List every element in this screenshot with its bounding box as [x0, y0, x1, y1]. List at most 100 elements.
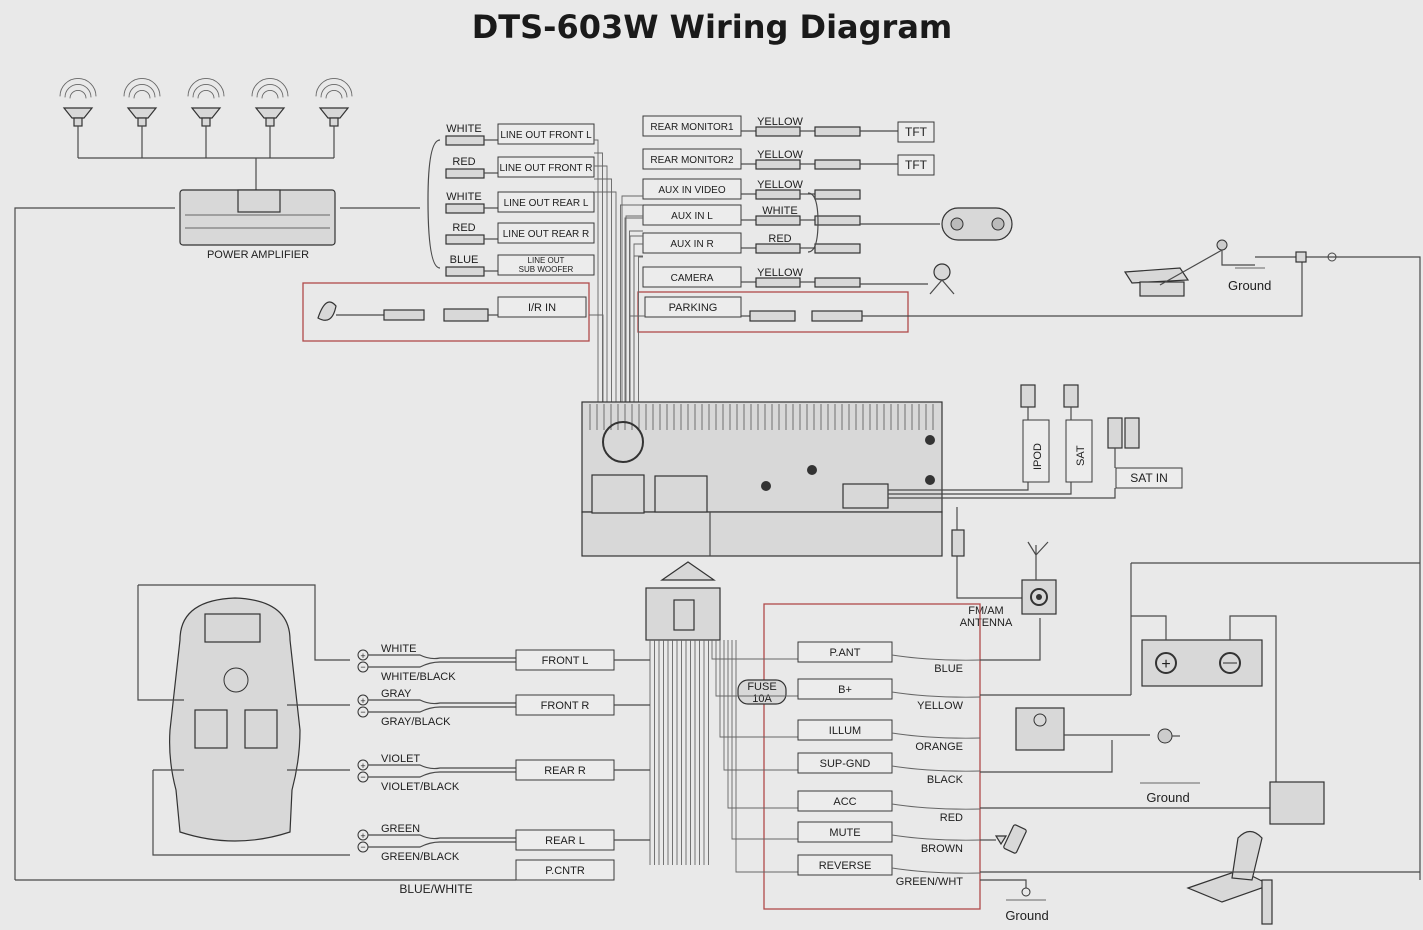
video-input-color: RED	[768, 233, 791, 245]
lamp-icon	[1157, 728, 1173, 744]
svg-text:−: −	[360, 662, 365, 672]
rca-plug-icon	[755, 126, 801, 137]
line-out-label: LINE OUT	[528, 256, 565, 265]
line-out-label: LINE OUT REAR R	[503, 229, 590, 240]
blue-white-label: BLUE/WHITE	[399, 882, 472, 896]
power-wire-box	[797, 790, 893, 812]
line-out-label: LINE OUT FRONT L	[500, 130, 592, 141]
rca-jack-icon	[814, 159, 861, 170]
car-seat-icon	[194, 709, 228, 749]
speaker-channel-label: REAR R	[544, 765, 586, 777]
power-wire-row: ACC RED	[727, 640, 981, 824]
rca-socket-icon	[807, 465, 817, 475]
power-wire-box	[797, 854, 893, 876]
ipod-box	[1022, 419, 1050, 483]
speaker-icon	[315, 77, 353, 158]
amplifier-speakers: POWER AMPLIFIER	[14, 77, 420, 880]
line-out-label: SUB WOOFER	[519, 265, 574, 274]
svg-text:−: −	[360, 842, 365, 852]
p-cntr-row: P.CNTR BLUE/WHITE	[15, 859, 615, 896]
ir-sensor-icon	[317, 301, 337, 321]
tft-monitor-box	[897, 121, 935, 143]
rca-jack-icon	[814, 215, 861, 226]
video-input-box	[642, 115, 742, 137]
line-out-color: RED	[452, 222, 475, 234]
line-out-label: LINE OUT FRONT R	[500, 163, 593, 174]
tft-monitor-box	[897, 154, 935, 176]
speaker-icon	[251, 77, 289, 158]
rca-plug-icon	[445, 234, 485, 245]
battery-icon	[1141, 639, 1263, 687]
power-wire-row: B+YELLOW	[715, 640, 981, 712]
speaker-positive-color: GRAY	[381, 688, 412, 700]
car-steering-icon	[223, 667, 249, 693]
power-amplifier-label: POWER AMPLIFIER	[207, 249, 309, 261]
harness-latch	[673, 599, 695, 631]
power-wire-label: B+	[838, 684, 852, 696]
parking-group: PARKING Ground	[637, 239, 1421, 880]
line-out-color: WHITE	[446, 123, 481, 135]
harness-plug	[645, 561, 721, 641]
antenna-plug-icon	[951, 529, 965, 557]
gamepad-icon	[941, 207, 1013, 241]
sat-box	[1065, 419, 1093, 483]
ir-plug-icon	[383, 309, 425, 321]
sat-in-plug-icon	[1107, 417, 1123, 449]
parking-highlight	[637, 291, 909, 333]
rca-socket-icon	[761, 481, 771, 491]
rca-plug-icon	[755, 243, 801, 254]
rca-jack-icon	[814, 277, 861, 288]
video-input-label: AUX IN R	[670, 239, 713, 250]
speaker-positive-color: GREEN	[381, 823, 420, 835]
parking-fuse-icon	[1295, 251, 1307, 263]
screw-icon	[925, 435, 935, 445]
ir-in-box	[497, 296, 587, 318]
fan-icon	[602, 421, 644, 463]
power-wire-label: ACC	[833, 796, 856, 808]
handbrake-ground-label: Ground	[1228, 278, 1271, 293]
rca-plug-icon	[445, 168, 485, 179]
svg-text:+: +	[360, 831, 365, 841]
svg-text:+: +	[360, 696, 365, 706]
rca-jack-icon	[814, 243, 861, 254]
speaker-icon	[123, 77, 161, 158]
parking-box	[644, 296, 742, 318]
speaker-channel-label: FRONT R	[541, 700, 590, 712]
video-input-color: WHITE	[762, 205, 797, 217]
speaker-icon	[187, 77, 225, 158]
line-out-row: WHITE LINE OUT FRONT L	[445, 123, 595, 146]
head-unit-front	[581, 511, 943, 557]
video-input-box	[642, 232, 742, 254]
power-wire-color: BLUE	[934, 663, 963, 675]
rca-plug-icon	[445, 266, 485, 277]
svg-text:+: +	[360, 651, 365, 661]
parking-jack-icon	[811, 310, 863, 322]
ir-in-highlight	[302, 282, 590, 342]
head-unit	[581, 139, 943, 557]
car-topview-icon	[169, 597, 301, 842]
fuse-icon	[737, 679, 787, 705]
harness-connector	[591, 474, 645, 514]
power-wire-label: ILLUM	[829, 725, 861, 737]
sat-label: SAT	[1075, 445, 1087, 466]
video-input-row: AUX IN R RED	[642, 232, 861, 254]
power-wire-box	[797, 821, 893, 843]
video-input-box	[642, 178, 742, 200]
mute-phone-icon	[980, 824, 1027, 854]
video-input-label: REAR MONITOR2	[650, 155, 734, 166]
antenna-label-line2: ANTENNA	[960, 617, 1013, 629]
video-input-box	[642, 266, 742, 288]
line-out-box	[497, 222, 595, 244]
power-wire-color: RED	[940, 812, 963, 824]
battery-group: +	[1130, 562, 1420, 800]
